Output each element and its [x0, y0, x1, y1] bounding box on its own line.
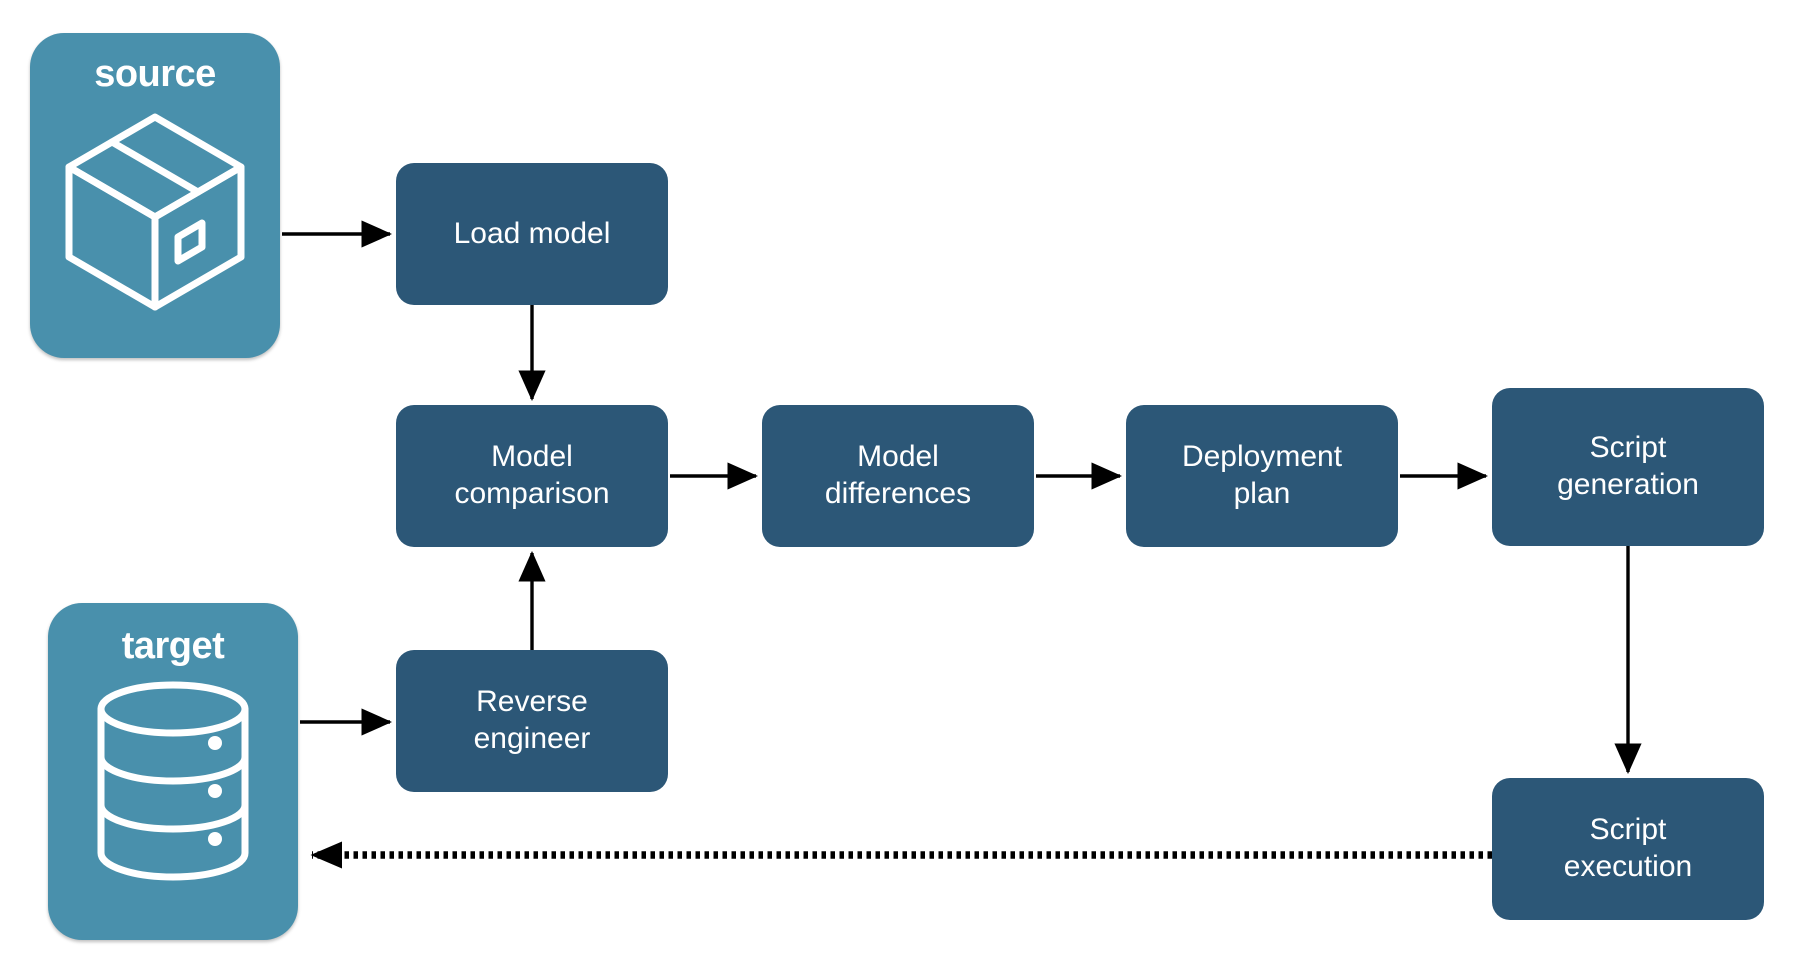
node-load-model-label: Load model: [453, 216, 611, 250]
package-box-icon: [60, 107, 250, 322]
node-reverse-engineer[interactable]: Reverse engineer: [396, 650, 668, 792]
node-script-generation-label: Script generation: [1557, 431, 1699, 501]
target-endpoint[interactable]: target: [48, 603, 298, 940]
database-cylinder-icon: [93, 681, 253, 886]
node-script-execution-label: Script execution: [1563, 813, 1693, 883]
source-endpoint-label: source: [94, 53, 216, 95]
node-reverse-engineer-label: Reverse engineer: [473, 685, 591, 755]
node-model-comparison-label: Model comparison: [454, 440, 610, 510]
node-model-differences-label: Model differences: [824, 440, 972, 510]
node-model-differences[interactable]: Model differences: [762, 405, 1034, 547]
node-deployment-plan-label: Deployment plan: [1181, 440, 1343, 510]
source-endpoint[interactable]: source: [30, 33, 280, 358]
node-script-execution[interactable]: Script execution: [1492, 778, 1764, 920]
node-script-generation[interactable]: Script generation: [1492, 388, 1764, 546]
node-model-comparison[interactable]: Model comparison: [396, 405, 668, 547]
node-deployment-plan[interactable]: Deployment plan: [1126, 405, 1398, 547]
node-load-model[interactable]: Load model: [396, 163, 668, 305]
target-endpoint-label: target: [121, 625, 225, 667]
